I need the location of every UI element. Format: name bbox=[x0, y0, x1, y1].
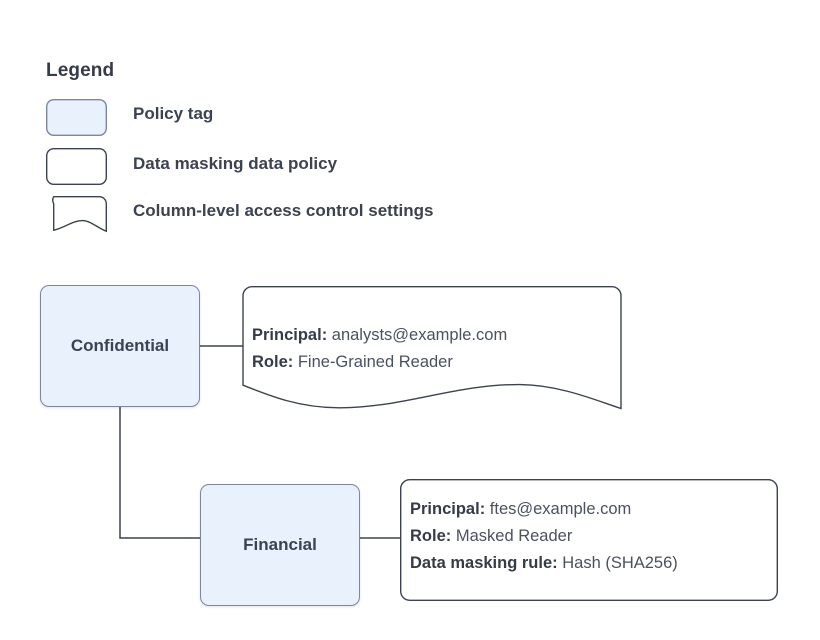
callout-confidential-settings-outline bbox=[242, 286, 622, 410]
callout-confidential-settings: Principal: analysts@example.com Role: Fi… bbox=[243, 286, 623, 410]
callout-line-value: Hash (SHA256) bbox=[562, 554, 678, 572]
callout-financial-policy: Principal: ftes@example.com Role: Masked… bbox=[400, 479, 778, 601]
legend-swatch-policy-tag bbox=[46, 98, 107, 136]
callout-line: Data masking rule: Hash (SHA256) bbox=[410, 550, 678, 577]
legend-swatch-access-control bbox=[52, 196, 107, 233]
node-confidential-label: Confidential bbox=[70, 336, 170, 355]
callout-line: Role: Masked Reader bbox=[410, 523, 678, 550]
node-financial-label: Financial bbox=[243, 535, 317, 554]
callout-line-value: Masked Reader bbox=[455, 527, 573, 545]
callout-line-key: Principal: bbox=[252, 326, 328, 344]
callout-confidential-settings-text: Principal: analysts@example.com Role: Fi… bbox=[252, 322, 507, 376]
callout-line: Principal: analysts@example.com bbox=[252, 322, 507, 349]
node-confidential[interactable]: Confidential bbox=[40, 285, 200, 407]
callout-line-key: Role: bbox=[410, 527, 452, 545]
callout-line-value: analysts@example.com bbox=[331, 326, 508, 344]
callout-financial-policy-text: Principal: ftes@example.com Role: Masked… bbox=[410, 496, 678, 577]
node-financial[interactable]: Financial bbox=[200, 484, 360, 606]
callout-financial-policy-outline bbox=[400, 479, 779, 602]
legend-title: Legend bbox=[46, 60, 115, 81]
connector-confidential-to-financial bbox=[119, 407, 200, 539]
legend-label-data-masking-policy: Data masking data policy bbox=[133, 154, 338, 173]
callout-line: Role: Fine-Grained Reader bbox=[252, 349, 507, 376]
legend-swatch-data-masking-policy bbox=[46, 147, 107, 185]
callout-line: Principal: ftes@example.com bbox=[410, 496, 678, 523]
legend-label-access-control: Column-level access control settings bbox=[133, 201, 434, 220]
legend-label-policy-tag: Policy tag bbox=[133, 104, 214, 123]
callout-line-value: Fine-Grained Reader bbox=[297, 353, 453, 371]
callout-line-key: Role: bbox=[252, 353, 294, 371]
callout-line-key: Data masking rule: bbox=[410, 554, 558, 572]
callout-line-key: Principal: bbox=[410, 500, 486, 518]
callout-line-value: ftes@example.com bbox=[489, 500, 632, 518]
